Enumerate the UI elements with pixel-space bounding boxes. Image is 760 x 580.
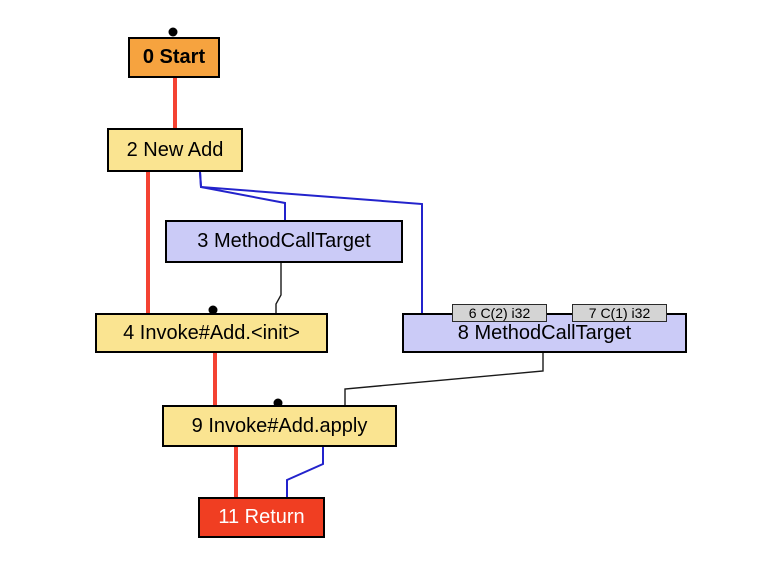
edge-data-2-3[interactable] (199, 171, 286, 220)
anchor-dot-invoke4 (208, 305, 218, 315)
input-slot-constant-2[interactable]: 6 C(2) i32 (452, 304, 547, 322)
input-slot-constant-1[interactable]: 7 C(1) i32 (572, 304, 667, 322)
graph-node-invoke-init[interactable]: 4 Invoke#Add.<init> (95, 313, 328, 353)
graph-node-new-add[interactable]: 2 New Add (107, 128, 243, 172)
graph-node-invoke-apply[interactable]: 9 Invoke#Add.apply (162, 405, 397, 447)
edge-data-2-8[interactable] (199, 171, 423, 313)
edge-assoc-8-9[interactable] (344, 353, 544, 405)
edge-data-9-11[interactable] (286, 447, 324, 497)
graph-node-return[interactable]: 11 Return (198, 497, 325, 538)
graph-node-start[interactable]: 0 Start (128, 37, 220, 78)
graph-node-methodcalltarget-8[interactable]: 8 MethodCallTarget (402, 313, 687, 353)
edge-assoc-3-4[interactable] (275, 263, 282, 313)
graph-node-methodcalltarget-3[interactable]: 3 MethodCallTarget (165, 220, 403, 263)
anchor-dot-start (168, 27, 178, 37)
